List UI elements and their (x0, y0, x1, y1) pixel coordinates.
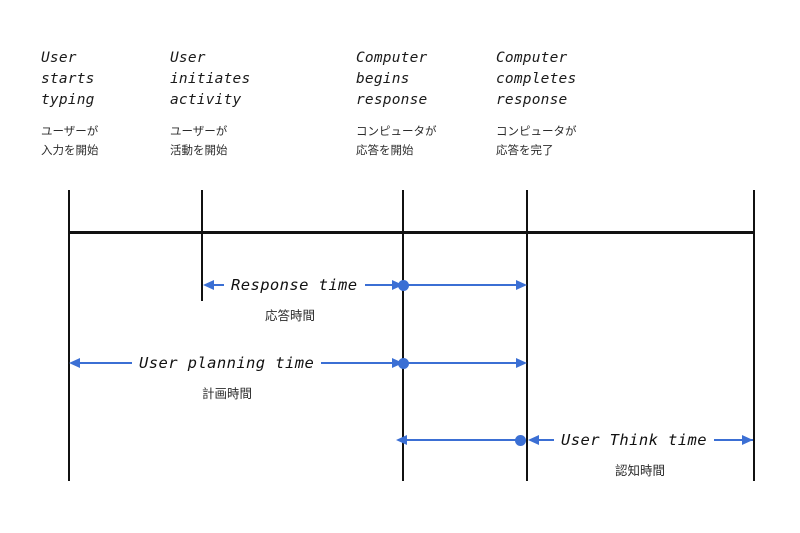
milestone-rule-user-starts-typing (68, 190, 70, 481)
user-think-time-left-line (406, 439, 520, 441)
user-think-time-right-arrowhead (742, 434, 753, 445)
response-time-label-en: Response time (224, 277, 365, 293)
milestone-label-jp: コンピュータが 応答を開始 (356, 124, 437, 157)
milestone-label-en: User starts typing (41, 50, 95, 108)
milestone-label-jp: ユーザーが 活動を開始 (170, 124, 228, 157)
milestone-rule-computer-completes-response (526, 190, 528, 481)
user-think-time-label-en: User Think time (554, 432, 714, 448)
user-think-time-marker-dot (515, 434, 526, 446)
user-planning-time-label-en: User planning time (132, 355, 322, 371)
milestone-label-computer-completes-response: Computer completes response コンピュータが 応答を完… (496, 48, 646, 160)
response-time-marker-dot (397, 279, 409, 291)
user-planning-time-marker-dot (397, 357, 409, 369)
milestone-label-user-starts-typing: User starts typing ユーザーが 入力を開始 (41, 48, 191, 160)
user-think-time-label-jp: 認知時間 (614, 463, 666, 478)
milestone-label-en: Computer begins response (356, 50, 428, 108)
response-time-left-arrowhead (203, 279, 214, 290)
milestone-label-en: User initiates activity (170, 50, 251, 108)
milestone-label-jp: コンピュータが 応答を完了 (496, 124, 577, 157)
user-planning-time-right-arrowhead (516, 357, 527, 368)
milestone-label-computer-begins-response: Computer begins response コンピュータが 応答を開始 (356, 48, 506, 160)
user-think-time-far-left-arrowhead (396, 434, 407, 445)
timeline-axis (68, 231, 755, 234)
milestone-rule-timeline-end (753, 190, 755, 481)
response-time-right-line (403, 284, 519, 286)
user-think-time-mid-arrowhead (528, 434, 539, 445)
milestone-label-user-initiates-activity: User initiates activity ユーザーが 活動を開始 (170, 48, 320, 160)
milestone-label-jp: ユーザーが 入力を開始 (41, 124, 99, 157)
user-planning-time-label-jp: 計画時間 (201, 386, 253, 401)
user-planning-time-right-line (403, 362, 519, 364)
milestone-rule-user-initiates-activity (201, 190, 203, 301)
response-time-label-jp: 応答時間 (264, 308, 316, 323)
user-planning-time-left-arrowhead (69, 357, 80, 368)
response-time-right-arrowhead (516, 279, 527, 290)
milestone-label-en: Computer completes response (496, 50, 577, 108)
milestone-rule-computer-begins-response (402, 190, 404, 481)
